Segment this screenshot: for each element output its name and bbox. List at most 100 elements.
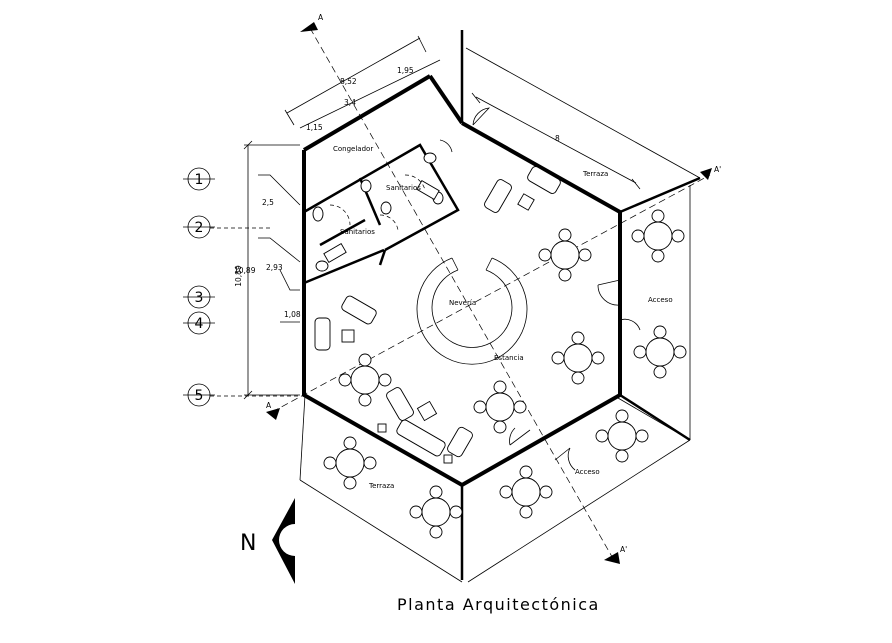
dim-top-1: 8,52	[340, 77, 357, 86]
table-set	[538, 228, 592, 282]
svg-text:5: 5	[195, 388, 204, 404]
chair	[519, 505, 533, 519]
doors	[439, 107, 641, 471]
chair	[513, 400, 527, 414]
table-set	[323, 436, 377, 490]
dim-total: 10,89	[234, 265, 243, 287]
chair	[571, 331, 585, 345]
north-label: N	[240, 531, 256, 556]
north-arrow: N	[240, 498, 295, 584]
chair	[538, 248, 552, 262]
chair	[673, 345, 687, 359]
chair	[633, 345, 647, 359]
grid-axes: 1 2 3 4 5	[183, 167, 215, 407]
label-congelador: Congelador	[333, 145, 373, 153]
section-marker-right	[700, 168, 712, 180]
vertical-dimensions: 10,89 10,89 2,5 2,93 1,08	[234, 140, 301, 400]
chair	[519, 465, 533, 479]
round-table	[350, 365, 380, 395]
dim-part-2: 2,93	[266, 263, 283, 272]
table-set	[595, 409, 649, 463]
chair	[409, 505, 423, 519]
chair	[539, 485, 553, 499]
chair	[631, 229, 645, 243]
svg-text:A': A'	[620, 545, 627, 554]
section-marker-top	[300, 22, 318, 32]
round-table	[563, 343, 593, 373]
chair	[551, 351, 565, 365]
chair	[653, 325, 667, 339]
chair	[343, 436, 357, 450]
label-estancia: Estancia	[494, 354, 524, 362]
chair	[429, 525, 443, 539]
axis-bubble-4: 4	[183, 311, 215, 335]
axis-bubble-1: 1	[183, 167, 215, 191]
axis-bubble-2: 2	[183, 215, 215, 239]
chair	[378, 373, 392, 387]
label-acceso-right: Acceso	[648, 296, 673, 304]
building-walls	[302, 30, 701, 580]
svg-text:A': A'	[714, 165, 721, 174]
table-set	[409, 485, 463, 539]
chair	[653, 365, 667, 379]
section-marker-left	[266, 408, 280, 420]
table-set	[338, 353, 392, 407]
chair	[358, 353, 372, 367]
table-sets	[323, 209, 687, 539]
round-table	[485, 392, 515, 422]
chair	[635, 429, 649, 443]
svg-text:4: 4	[195, 316, 204, 332]
chair	[571, 371, 585, 385]
dim-part-1: 2,5	[262, 198, 274, 207]
chair	[493, 380, 507, 394]
dim-total-label: 10,89	[234, 266, 256, 275]
label-terraza-top: Terraza	[582, 170, 608, 178]
section-line-b	[271, 174, 711, 413]
drawing-title: Planta Arquitectónica	[397, 595, 600, 614]
axis-bubble-5: 5	[183, 383, 215, 407]
dim-top-3: 1,95	[397, 66, 414, 75]
table-set	[499, 465, 553, 519]
round-table	[643, 221, 673, 251]
chair	[595, 429, 609, 443]
sanitary-fixtures	[312, 152, 444, 272]
chair	[615, 409, 629, 423]
svg-text:3: 3	[195, 290, 204, 306]
chair	[493, 420, 507, 434]
round-table	[550, 240, 580, 270]
round-table	[421, 497, 451, 527]
chair	[499, 485, 513, 499]
chair	[558, 228, 572, 242]
label-terraza-bottom: Terraza	[368, 482, 394, 490]
interior-partitions	[303, 143, 460, 285]
dim-part-3: 1,08	[284, 310, 301, 319]
chair	[343, 476, 357, 490]
chair	[558, 268, 572, 282]
section-markers: A A' A A'	[266, 13, 721, 564]
chair	[473, 400, 487, 414]
furniture	[314, 166, 561, 464]
top-dimensions: 8,52 3,4 1,95 1,15 8	[284, 35, 641, 190]
dim-terrace: 8	[555, 134, 560, 143]
terrace-outline	[299, 47, 701, 583]
svg-text:1: 1	[195, 172, 204, 188]
chair	[358, 393, 372, 407]
label-acceso-bottom: Acceso	[575, 468, 600, 476]
round-table	[511, 477, 541, 507]
svg-text:A: A	[318, 13, 324, 22]
label-sanitarios-upper: Sanitarios	[386, 184, 421, 192]
chair	[429, 485, 443, 499]
label-sanitarios-lower: Sanitarios	[340, 228, 375, 236]
neveria-counter	[416, 257, 528, 365]
axis-bubble-3: 3	[183, 285, 215, 309]
round-table	[335, 448, 365, 478]
chair	[615, 449, 629, 463]
chair	[578, 248, 592, 262]
chair	[338, 373, 352, 387]
room-labels: Congelador Sanitarios Sanitarios Nevería…	[333, 145, 673, 490]
chair	[651, 209, 665, 223]
svg-text:A: A	[266, 401, 272, 410]
table-set	[551, 331, 605, 385]
chair	[363, 456, 377, 470]
